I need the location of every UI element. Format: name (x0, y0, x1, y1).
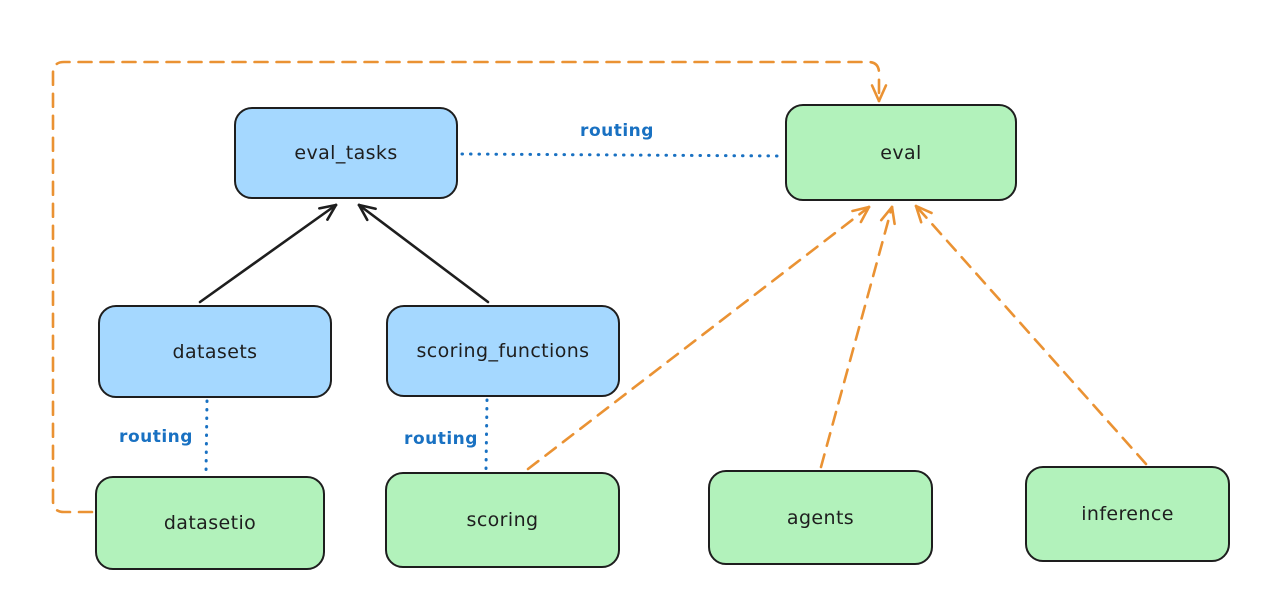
edge-eval_tasks-to-eval-routing (460, 152, 784, 158)
node-label-eval_tasks: eval_tasks (294, 142, 398, 164)
arrowhead-scoring_functions-to-eval_tasks (357, 203, 377, 211)
edge-scoring_functions-to-eval_tasks (357, 203, 490, 304)
node-eval_tasks: eval_tasks (234, 107, 458, 199)
edge-inference-to-eval (914, 204, 1148, 466)
node-label-inference: inference (1081, 503, 1174, 525)
edge-datasets-to-eval_tasks (198, 203, 338, 304)
arrowhead-scoring-to-eval (859, 205, 871, 224)
arrowhead-datasets-to-eval_tasks (318, 203, 338, 210)
node-datasets: datasets (98, 305, 332, 398)
node-agents: agents (708, 470, 933, 565)
node-inference: inference (1025, 466, 1230, 562)
arrowhead-datasets-to-eval_tasks (326, 203, 338, 221)
node-label-eval: eval (880, 141, 922, 164)
arrowhead-scoring_functions-to-eval_tasks (357, 203, 369, 222)
arrowhead-agents-to-eval (879, 205, 894, 222)
node-scoring: scoring (385, 472, 620, 568)
arrowhead-datasetio-to-eval (870, 84, 881, 103)
edge-label-routing-left: routing (119, 427, 193, 447)
node-eval: eval (785, 104, 1017, 201)
node-scoring_functions: scoring_functions (386, 305, 620, 397)
arrowhead-agents-to-eval (890, 205, 896, 226)
node-label-agents: agents (786, 506, 855, 529)
edge-label-routing-top: routing (580, 121, 654, 141)
edge-datasets-to-datasetio-routing (204, 399, 209, 475)
node-label-datasets: datasets (172, 340, 258, 363)
arrowhead-datasetio-to-eval (877, 84, 888, 103)
edge-label-routing-mid: routing (404, 429, 478, 449)
edge-scoring_functions-to-scoring-routing (484, 398, 489, 471)
arrowhead-inference-to-eval (914, 204, 923, 224)
arrowhead-inference-to-eval (914, 204, 933, 215)
edge-agents-to-eval (819, 205, 894, 469)
node-label-scoring: scoring (466, 509, 539, 531)
node-datasetio: datasetio (95, 476, 325, 570)
arrowhead-scoring-to-eval (851, 205, 871, 213)
node-label-scoring_functions: scoring_functions (416, 340, 590, 362)
node-label-datasetio: datasetio (163, 512, 257, 534)
